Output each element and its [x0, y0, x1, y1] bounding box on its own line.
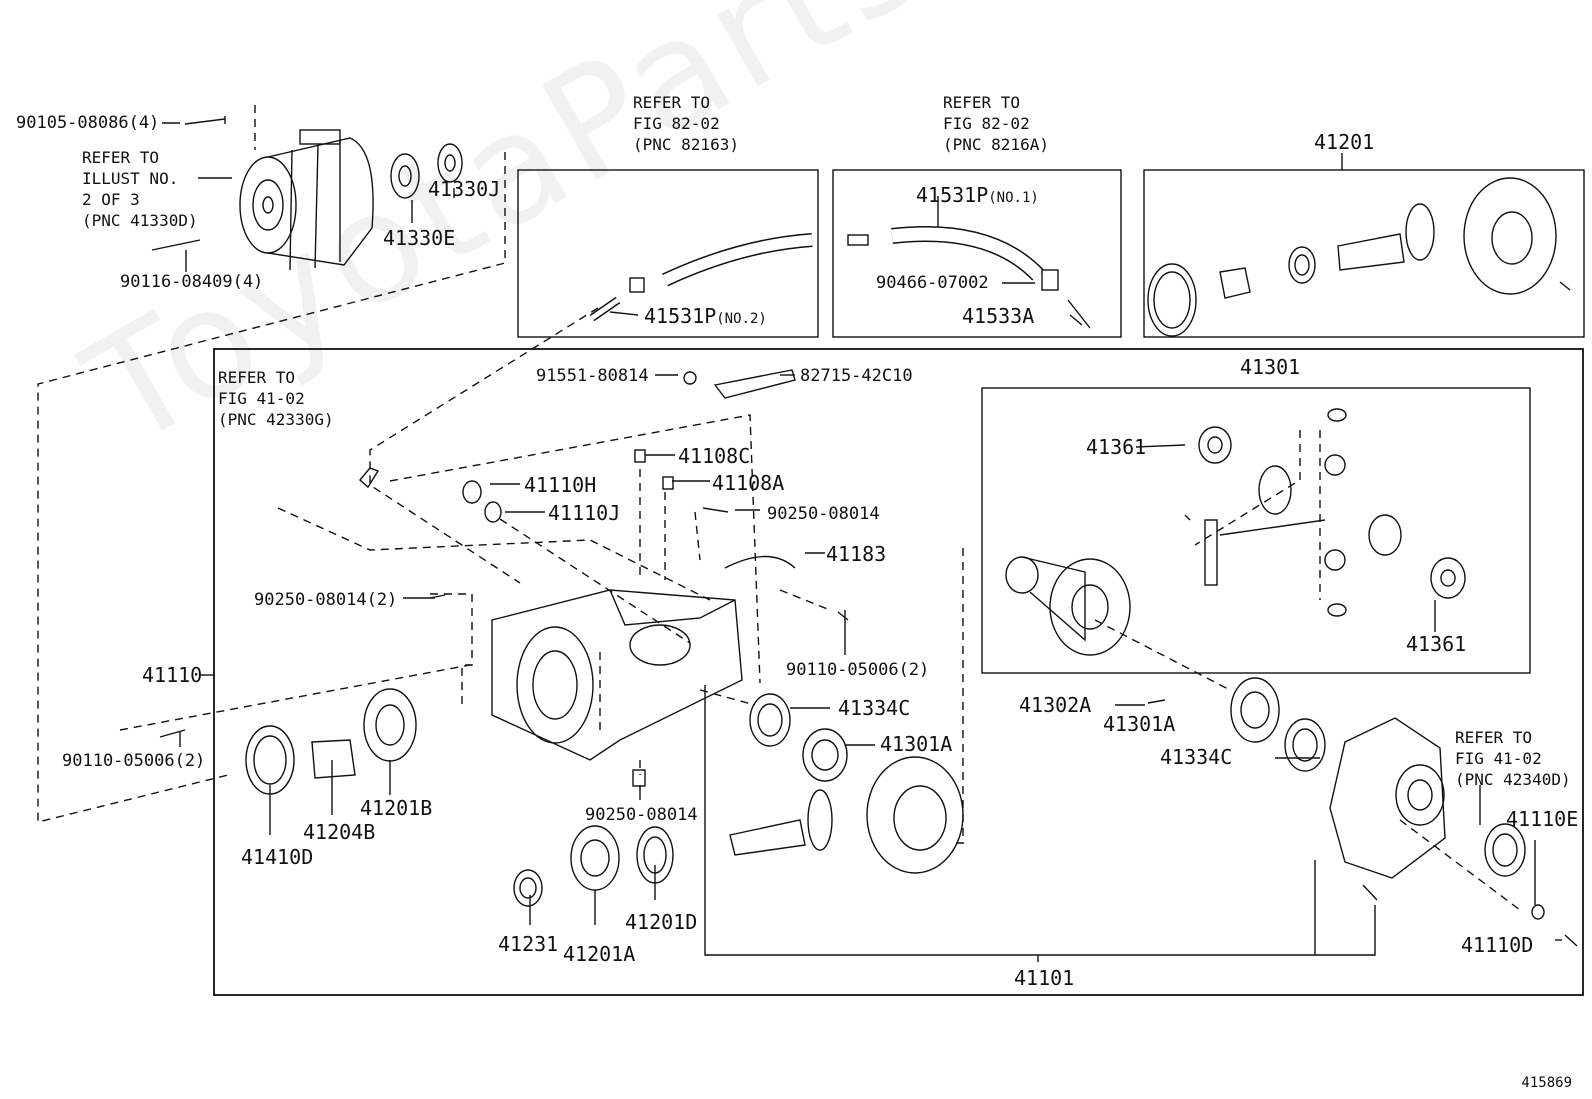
part-label-41531p-no1[interactable]: 41531P(NO.1)	[916, 183, 1039, 207]
ref-fig-42340d-note: REFER TO FIG 41-02 (PNC 42340D)	[1455, 728, 1571, 789]
part-label-41108c[interactable]: 41108C	[678, 444, 751, 468]
part-label-41531p-no2[interactable]: 41531P(NO.2)	[644, 304, 767, 328]
part-label-90250-08014-pair[interactable]: 90250-08014(2)	[254, 590, 398, 610]
part-label-41110d[interactable]: 41110D	[1461, 933, 1534, 957]
part-label-82715-42c10[interactable]: 82715-42C10	[800, 366, 913, 386]
part-label-41410d[interactable]: 41410D	[241, 845, 314, 869]
part-label-41231[interactable]: 41231	[498, 932, 559, 956]
part-label-41110[interactable]: 41110	[142, 663, 203, 687]
figure-number: 415869	[1521, 1075, 1572, 1091]
part-label-90250-08014-upper[interactable]: 90250-08014	[767, 504, 880, 524]
part-label-41361-upper[interactable]: 41361	[1086, 435, 1147, 459]
part-label-41334c-left[interactable]: 41334C	[838, 696, 911, 720]
part-label-41302a[interactable]: 41302A	[1019, 693, 1092, 717]
part-label-41330j[interactable]: 41330J	[428, 177, 501, 201]
part-label-41330e[interactable]: 41330E	[383, 226, 456, 250]
part-label-41334c-right[interactable]: 41334C	[1160, 745, 1233, 769]
part-label-41201d[interactable]: 41201D	[625, 910, 698, 934]
part-label-90116-08409[interactable]: 90116-08409(4)	[120, 272, 264, 292]
part-label-41201[interactable]: 41201	[1314, 130, 1375, 154]
part-label-41204b[interactable]: 41204B	[303, 820, 376, 844]
part-label-41361-lower[interactable]: 41361	[1406, 632, 1467, 656]
part-label-41533a[interactable]: 41533A	[962, 304, 1035, 328]
part-label-41108a[interactable]: 41108A	[712, 471, 785, 495]
part-label-41110e[interactable]: 41110E	[1506, 807, 1579, 831]
ref-fig-42330g-note: REFER TO FIG 41-02 (PNC 42330G)	[218, 368, 334, 429]
part-label-91551-80814[interactable]: 91551-80814	[536, 366, 649, 386]
part-label-41301[interactable]: 41301	[1240, 355, 1301, 379]
rear-cover-shape	[1329, 717, 1446, 879]
box-41201	[1143, 169, 1585, 338]
part-label-41301a-right[interactable]: 41301A	[1103, 712, 1176, 736]
part-label-41301a-left[interactable]: 41301A	[880, 732, 953, 756]
part-label-90466-07002[interactable]: 90466-07002	[876, 273, 989, 293]
part-label-41101[interactable]: 41101	[1014, 966, 1075, 990]
part-label-41110j[interactable]: 41110J	[548, 501, 621, 525]
ref-illust-note: REFER TO ILLUST NO. 2 OF 3 (PNC 41330D)	[82, 148, 198, 230]
part-label-90105-08086[interactable]: 90105-08086(4)	[16, 113, 160, 133]
part-label-41183[interactable]: 41183	[826, 542, 887, 566]
diff-carrier-housing	[491, 589, 743, 761]
part-label-41201a[interactable]: 41201A	[563, 942, 636, 966]
ref-fig-82163-note: REFER TO FIG 82-02 (PNC 82163)	[633, 93, 739, 154]
part-label-90110-05006-right[interactable]: 90110-05006(2)	[786, 660, 930, 680]
main-assembly-frame	[213, 348, 1584, 996]
box-41531p-no2	[517, 169, 819, 338]
part-label-90110-05006-left[interactable]: 90110-05006(2)	[62, 751, 206, 771]
box-41301	[981, 387, 1531, 674]
part-label-41110h[interactable]: 41110H	[524, 473, 597, 497]
part-label-41201b[interactable]: 41201B	[360, 796, 433, 820]
transfer-cover-shape	[239, 129, 374, 271]
part-label-90250-08014-lower[interactable]: 90250-08014	[585, 805, 698, 825]
differential-case-shape	[1005, 556, 1131, 656]
ref-fig-8216a-note: REFER TO FIG 82-02 (PNC 8216A)	[943, 93, 1049, 154]
box-41531p-no1	[832, 169, 1122, 338]
